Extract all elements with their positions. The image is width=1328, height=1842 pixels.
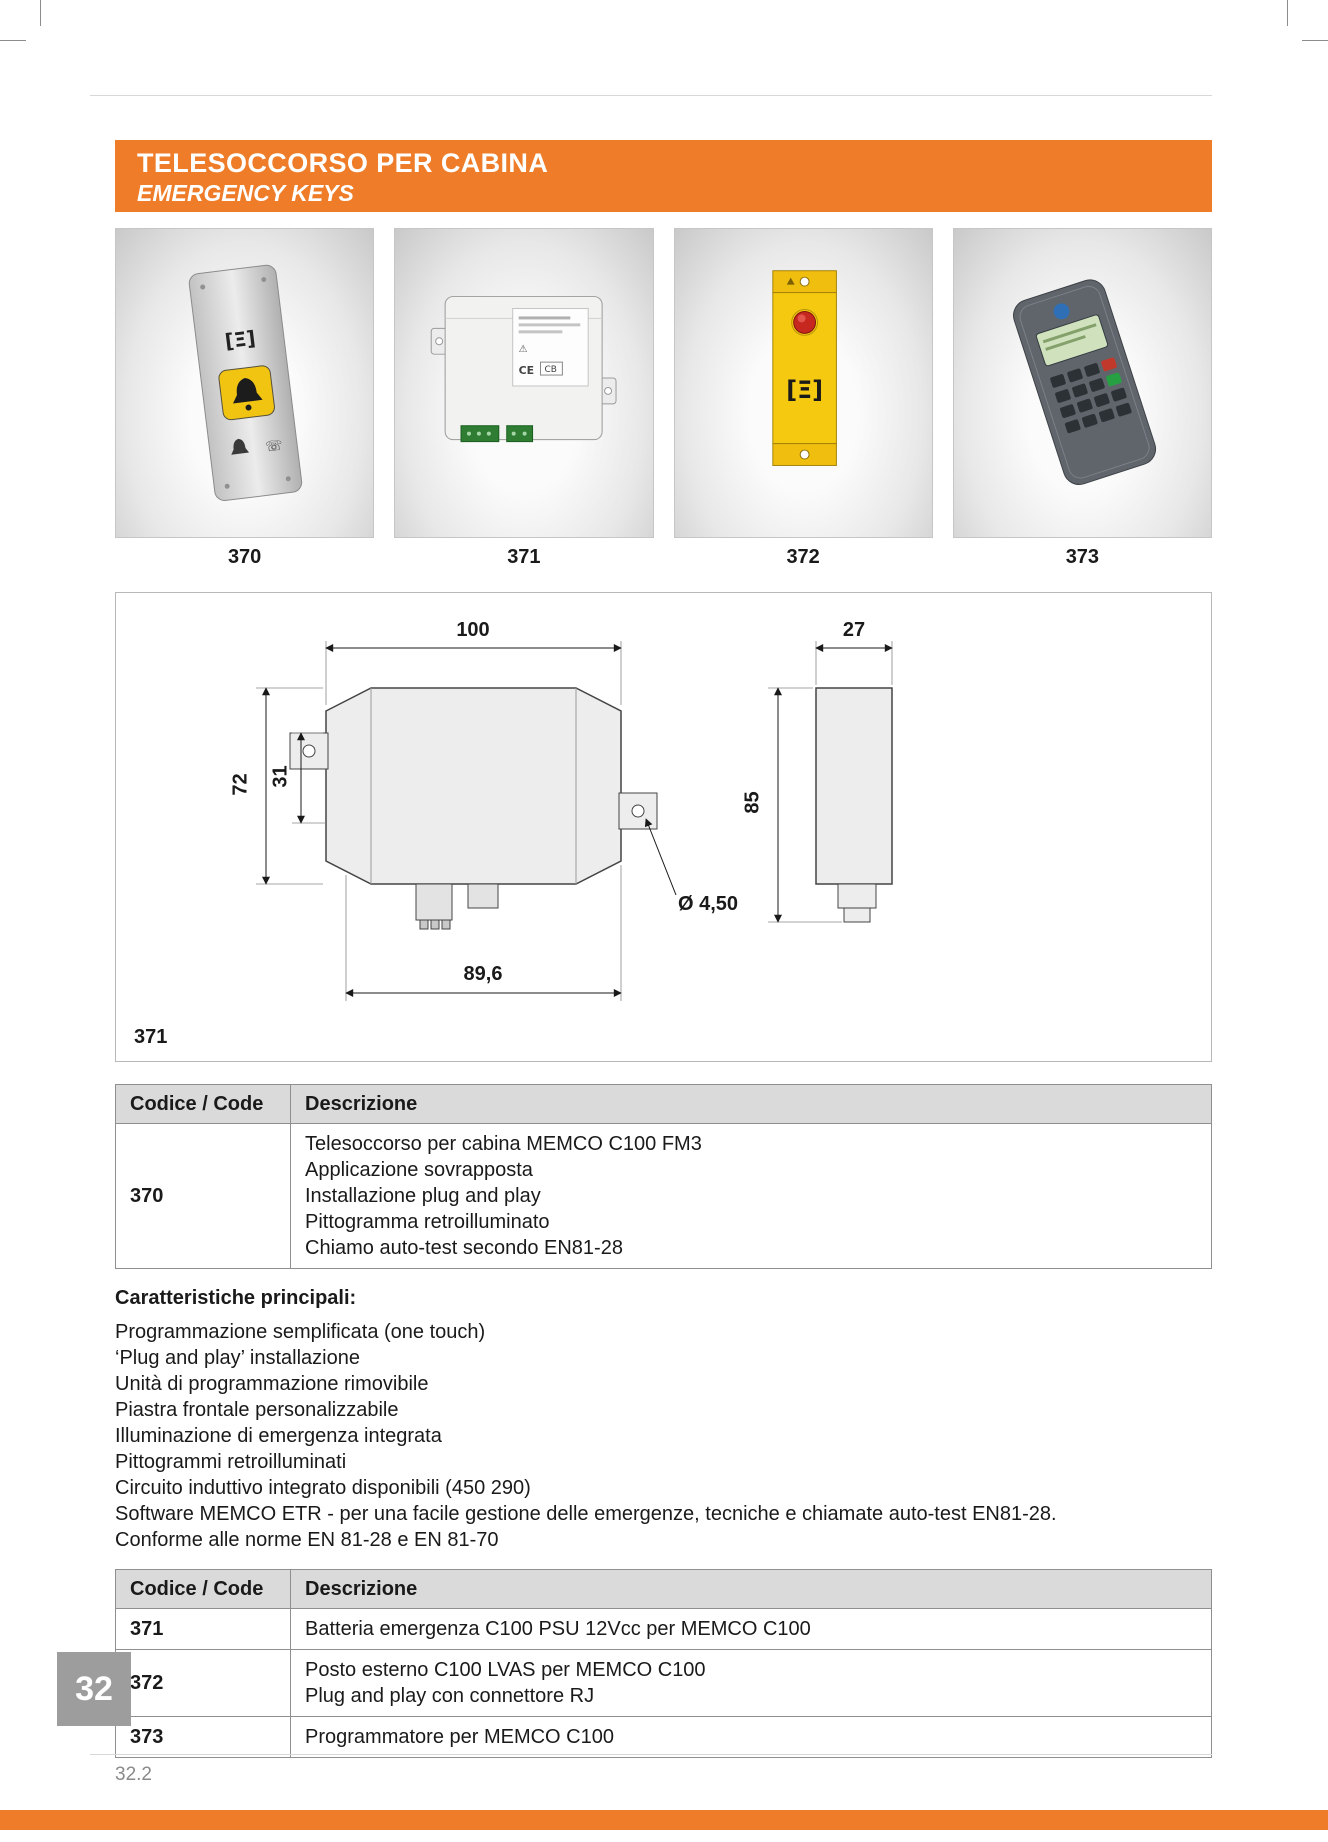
svg-text:[Ξ]: [Ξ] — [224, 327, 257, 354]
codes-table: Codice / Code Descrizione 371 Batteria e… — [115, 1569, 1212, 1758]
svg-text:CE: CE — [519, 364, 534, 377]
table-row: 372 Posto esterno C100 LVAS per MEMCO C1… — [115, 1649, 1212, 1717]
description-cell: Posto esterno C100 LVAS per MEMCO C100 P… — [290, 1649, 1212, 1717]
feature-line: Programmazione semplificata (one touch) — [115, 1321, 486, 1343]
cabin-alarm-panel-photo: [Ξ] ☏ — [115, 228, 375, 538]
chapter-tab: 32 — [57, 1652, 131, 1726]
feature-line: Software MEMCO ETR - per una facile gest… — [115, 1503, 1057, 1525]
features-list: Programmazione semplificata (one touch) … — [115, 1319, 1212, 1553]
dim-inner-height: 31 — [269, 765, 292, 788]
drawing-caption: 371 — [134, 1026, 168, 1048]
features-heading: Caratteristiche principali: — [115, 1287, 357, 1309]
table-row: 370 Telesoccorso per cabina MEMCO C100 F… — [115, 1123, 1212, 1269]
column-header-description: Descrizione — [290, 1569, 1212, 1609]
code-cell: 370 — [115, 1123, 291, 1269]
crop-mark — [40, 0, 41, 26]
page-number: 32.2 — [115, 1764, 152, 1785]
product-tile: 373 — [952, 228, 1212, 570]
desc-line: Batteria emergenza C100 PSU 12Vcc per ME… — [305, 1618, 811, 1640]
product-tile: ⚠ CE CB 371 — [394, 228, 654, 570]
product-code: 373 — [1065, 546, 1100, 568]
dim-bottom-width: 89,6 — [463, 963, 503, 985]
svg-text:⚠: ⚠ — [519, 344, 528, 355]
product-gallery: [Ξ] ☏ 370 — [115, 228, 1212, 570]
technical-drawing: 100 27 72 31 85 Ø 4,50 89,6 371 — [115, 592, 1212, 1062]
feature-line: Piastra frontale personalizzabile — [115, 1399, 399, 1421]
table-row: 373 Programmatore per MEMCO C100 — [115, 1716, 1212, 1758]
feature-line: Circuito induttivo integrato disponibili… — [115, 1477, 531, 1499]
dim-hole-diameter: Ø 4,50 — [678, 893, 739, 915]
page-subtitle: EMERGENCY KEYS — [137, 180, 354, 206]
section-banner: TELESOCCORSO PER CABINA EMERGENCY KEYS — [115, 140, 1212, 212]
description-cell: Programmatore per MEMCO C100 — [290, 1716, 1212, 1758]
product-tile: [Ξ] ☏ 370 — [115, 228, 375, 570]
feature-line: Pittogrammi retroilluminati — [115, 1451, 347, 1473]
desc-line: Applicazione sovrapposta — [305, 1159, 533, 1181]
crop-mark — [1287, 0, 1288, 26]
page-title: TELESOCCORSO PER CABINA — [137, 148, 549, 178]
column-header-code: Codice / Code — [115, 1084, 291, 1124]
crop-mark — [0, 40, 26, 41]
page-content: TELESOCCORSO PER CABINA EMERGENCY KEYS — [115, 0, 1212, 1758]
desc-line: Plug and play con connettore RJ — [305, 1685, 595, 1707]
feature-line: Conforme alle norme EN 81-28 e EN 81-70 — [115, 1529, 499, 1551]
emergency-power-supply-photo: ⚠ CE CB — [394, 228, 654, 538]
desc-line: Posto esterno C100 LVAS per MEMCO C100 — [305, 1659, 706, 1681]
table-header-row: Codice / Code Descrizione — [115, 1084, 1212, 1124]
dim-top-width: 100 — [456, 619, 490, 641]
product-tile: [Ξ] 372 — [673, 228, 933, 570]
svg-text:CB: CB — [545, 365, 557, 375]
feature-line: Illuminazione di emergenza integrata — [115, 1425, 442, 1447]
yellow-landing-unit-photo: [Ξ] — [673, 228, 933, 538]
desc-line: Programmatore per MEMCO C100 — [305, 1726, 614, 1748]
product-code: 371 — [507, 546, 541, 568]
desc-line: Installazione plug and play — [305, 1185, 541, 1207]
dim-height: 72 — [229, 773, 252, 796]
dim-side-height: 85 — [741, 791, 764, 814]
drawing-371-views — [256, 641, 893, 1001]
description-cell: Telesoccorso per cabina MEMCO C100 FM3 A… — [290, 1123, 1212, 1269]
code-cell: 372 — [115, 1649, 291, 1717]
table-header-row: Codice / Code Descrizione — [115, 1569, 1212, 1609]
table-row: 371 Batteria emergenza C100 PSU 12Vcc pe… — [115, 1608, 1212, 1650]
top-rule — [90, 95, 1212, 96]
code-cell: 371 — [115, 1608, 291, 1650]
product-code: 372 — [786, 546, 820, 568]
feature-line: ‘Plug and play’ installazione — [115, 1347, 360, 1369]
crop-mark — [1302, 40, 1328, 41]
footer-accent-bar — [0, 1810, 1328, 1830]
footer-rule — [90, 1754, 1212, 1755]
feature-line: Unità di programmazione rimovibile — [115, 1373, 429, 1395]
product-code: 370 — [227, 546, 262, 568]
desc-line: Pittogramma retroilluminato — [305, 1211, 550, 1233]
column-header-description: Descrizione — [290, 1084, 1212, 1124]
svg-text:☏: ☏ — [264, 437, 283, 455]
dim-side-width: 27 — [842, 619, 866, 641]
handheld-programmer-photo — [952, 228, 1212, 538]
column-header-code: Codice / Code — [115, 1569, 291, 1609]
description-cell: Batteria emergenza C100 PSU 12Vcc per ME… — [290, 1608, 1212, 1650]
code-cell: 373 — [115, 1716, 291, 1758]
description-table-370: Codice / Code Descrizione 370 Telesoccor… — [115, 1084, 1212, 1269]
desc-line: Chiamo auto-test secondo EN81-28 — [305, 1237, 623, 1259]
desc-line: Telesoccorso per cabina MEMCO C100 FM3 — [305, 1133, 702, 1155]
svg-text:[Ξ]: [Ξ] — [786, 376, 823, 404]
